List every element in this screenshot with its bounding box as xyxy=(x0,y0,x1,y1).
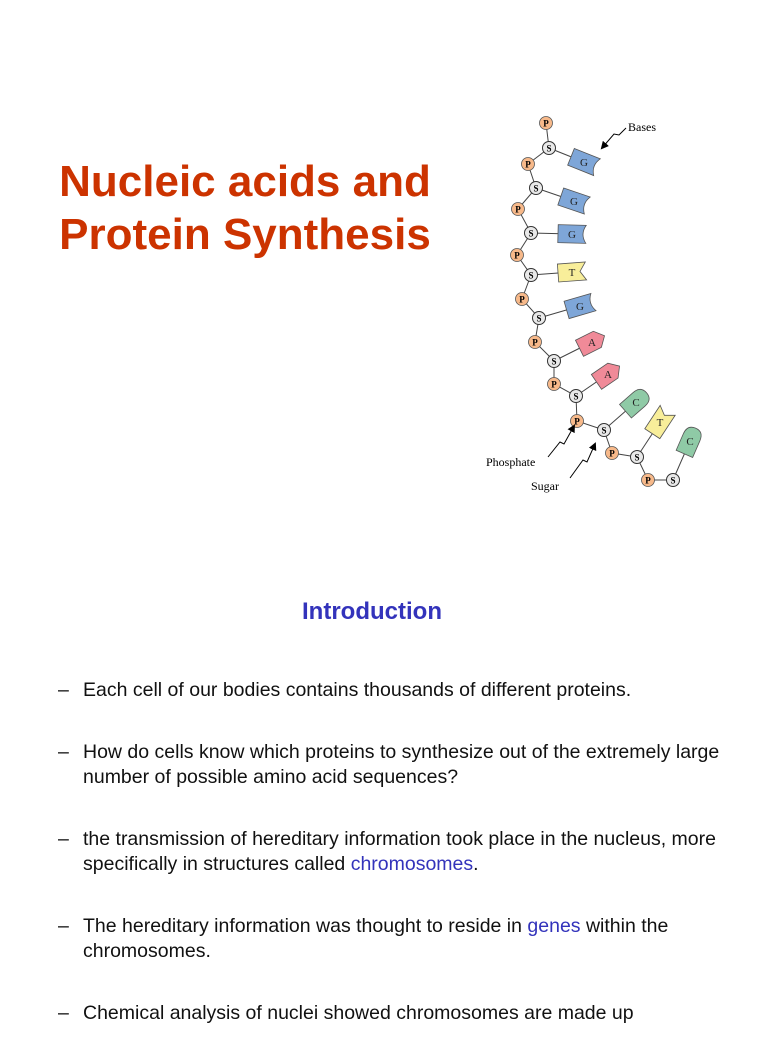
base-T-icon xyxy=(644,404,676,440)
sugar-node xyxy=(547,354,561,368)
sugar-node xyxy=(630,450,644,464)
phosphate-symbol: P xyxy=(519,295,525,305)
phosphate-symbol: P xyxy=(543,119,549,129)
section-heading: Introduction xyxy=(302,598,442,625)
bullet-text-end: . xyxy=(473,853,479,875)
base-G-icon xyxy=(563,292,597,320)
sugar-label: Sugar xyxy=(531,479,559,493)
base-letter: A xyxy=(588,337,596,349)
bullet-item: – Each cell of our bodies contains thous… xyxy=(58,678,738,703)
bases-label: Bases xyxy=(628,120,656,134)
bullet-list: – Each cell of our bodies contains thous… xyxy=(58,678,738,1063)
sugar-symbol: S xyxy=(528,229,533,239)
bullet-item: – the transmission of hereditary informa… xyxy=(58,827,738,877)
bullet-item: – How do cells know which proteins to sy… xyxy=(58,740,738,790)
sugar-node xyxy=(666,473,680,487)
phosphate-symbol: P xyxy=(551,380,557,390)
bullet-marker: – xyxy=(58,741,69,763)
bullet-marker: – xyxy=(58,679,69,701)
sugar-symbol: S xyxy=(573,392,578,402)
phosphate-node xyxy=(511,202,525,216)
sugar-symbol: S xyxy=(533,184,538,194)
sugar-symbol: S xyxy=(536,314,541,324)
term-genes: genes xyxy=(527,915,581,937)
bullet-marker: – xyxy=(58,1002,69,1024)
dna-strand-svg: G G G T G A A C T C P P P P P P P P P P S S S S S S S S S S Bases P… xyxy=(486,116,702,493)
bullet-item: – Chemical analysis of nuclei showed chr… xyxy=(58,1001,738,1026)
phosphate-node xyxy=(515,292,529,306)
sugar-node xyxy=(532,311,546,325)
phosphate-node xyxy=(528,335,542,349)
base-G-icon xyxy=(557,224,587,244)
phosphate-node xyxy=(570,414,584,428)
sugar-node xyxy=(597,423,611,437)
bullet-item: – The hereditary information was thought… xyxy=(58,914,738,964)
phosphate-node xyxy=(641,473,655,487)
sugar-symbol: S xyxy=(634,453,639,463)
sugars-group: S S S S S S S S S S xyxy=(524,141,680,487)
slide: Nucleic acids and Protein Synthesis G G G T… xyxy=(30,110,738,1024)
base-letter: T xyxy=(569,267,576,279)
base-C-icon xyxy=(675,426,702,458)
base-G-icon xyxy=(557,187,591,215)
phosphate-node xyxy=(521,157,535,171)
base-letter: G xyxy=(570,196,578,208)
phosphate-symbol: P xyxy=(514,251,520,261)
bases-arrow xyxy=(600,127,627,150)
title-line-1: Nucleic acids and xyxy=(59,157,431,206)
base-letter: C xyxy=(686,436,693,448)
base-letter: G xyxy=(576,301,584,313)
bullet-text: Chemical analysis of nuclei showed chrom… xyxy=(83,1002,634,1024)
base-G-icon xyxy=(567,147,602,177)
sugar-node xyxy=(542,141,556,155)
page-title: Nucleic acids and Protein Synthesis xyxy=(30,155,460,261)
bullet-text: Each cell of our bodies contains thousan… xyxy=(83,679,632,701)
base-letter: C xyxy=(632,397,639,409)
base-C-icon xyxy=(618,388,650,419)
sugar-symbol: S xyxy=(601,426,606,436)
phosphate-node xyxy=(539,116,553,130)
phosphate-symbol: P xyxy=(525,160,531,170)
sugar-arrow xyxy=(569,442,597,479)
base-letter: G xyxy=(580,157,588,169)
phosphate-symbol: P xyxy=(515,205,521,215)
bullet-text-end: within the chromosomes. xyxy=(83,915,669,962)
sugar-node xyxy=(569,389,583,403)
base-letter: T xyxy=(657,417,664,429)
base-letter: G xyxy=(568,229,576,241)
term-chromosomes: chromosomes xyxy=(350,853,474,875)
bullet-text: How do cells know which proteins to synt… xyxy=(83,741,720,788)
phosphate-label: Phosphate xyxy=(486,455,535,469)
phosphate-symbol: P xyxy=(532,338,538,348)
phosphate-symbol: P xyxy=(645,476,651,486)
sugar-node xyxy=(524,226,538,240)
bullet-marker: – xyxy=(58,915,69,937)
phosphate-symbol: P xyxy=(574,417,580,427)
phosphate-node xyxy=(547,377,561,391)
sugar-symbol: S xyxy=(528,271,533,281)
sugar-symbol: S xyxy=(551,357,556,367)
bases-group: G G G T G A A C T C xyxy=(556,147,702,458)
title-line-2: Protein Synthesis xyxy=(59,210,431,259)
phosphate-node xyxy=(605,446,619,460)
dna-strand-diagram: G G G T G A A C T C P P P P P P P P P P S S S S S S S S S S Bases P… xyxy=(478,110,738,500)
sugar-symbol: S xyxy=(546,144,551,154)
base-A-icon xyxy=(574,330,606,357)
bullet-text: The hereditary information was thought t… xyxy=(83,915,528,937)
base-A-icon xyxy=(590,362,620,390)
bullet-text: the transmission of hereditary informati… xyxy=(83,828,716,875)
phosphate-symbol: P xyxy=(609,449,615,459)
sugar-node xyxy=(529,181,543,195)
sugar-symbol: S xyxy=(670,476,675,486)
phosphate-node xyxy=(510,248,524,262)
phosphate-arrow xyxy=(547,424,575,458)
bullet-marker: – xyxy=(58,828,69,850)
sugar-node xyxy=(524,268,538,282)
phosphates-group: P P P P P P P P P P xyxy=(510,116,655,487)
base-T-icon xyxy=(556,261,588,283)
base-letter: A xyxy=(604,369,612,381)
